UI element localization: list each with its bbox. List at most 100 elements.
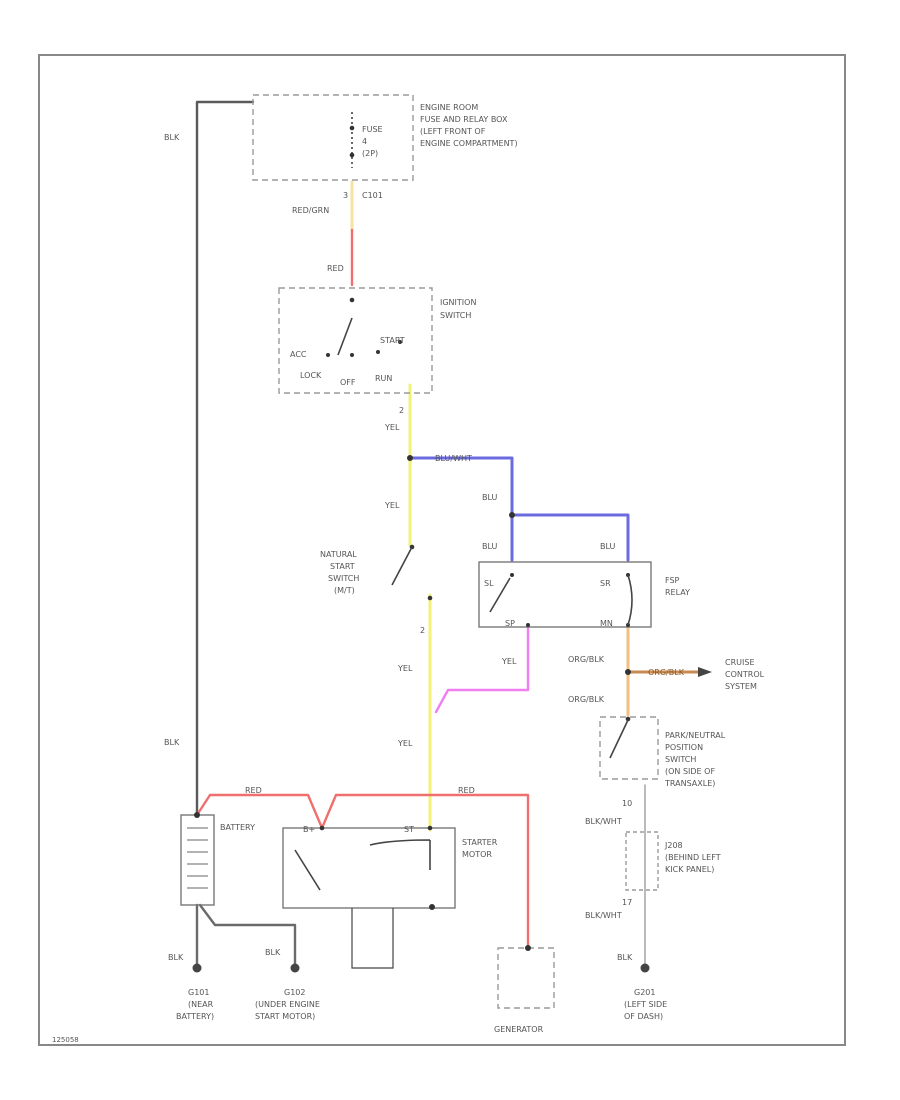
ignition-pin: 2: [399, 406, 404, 415]
wire-label-red2: RED: [245, 786, 262, 795]
fsp-relay: [478, 561, 652, 628]
wire-label-org-blk2: ORG/BLK: [648, 668, 685, 677]
wire-label-red-grn: RED/GRN: [292, 206, 329, 215]
j208-pin: 17: [622, 898, 632, 907]
nss-label-2: START: [330, 562, 355, 571]
wire-label-blk-g101: BLK: [168, 953, 184, 962]
fuse-box-label-4: ENGINE COMPARTMENT): [420, 139, 518, 148]
starter-label-1: STARTER: [462, 838, 498, 847]
nss-label-1: NATURAL: [320, 550, 357, 559]
starter-frame: [351, 908, 394, 969]
ignition-run: RUN: [375, 374, 392, 383]
fsp-pin-sp: SP: [505, 619, 515, 628]
wire-blk-g102: [198, 903, 297, 970]
starter-pin-st: ST: [404, 825, 414, 834]
ign-contact: [337, 317, 353, 356]
g101-label-1: G101: [188, 988, 209, 997]
ground-g201: [640, 963, 650, 973]
wire-label-org-blk3: ORG/BLK: [568, 695, 605, 704]
cruise-label-1: CRUISE: [725, 658, 755, 667]
wire-label-blk-wht2: BLK/WHT: [585, 911, 622, 920]
generator-terminal: [525, 945, 531, 951]
wire-blk-left-trunk: [195, 100, 255, 817]
cruise-label-3: SYSTEM: [725, 682, 757, 691]
starter-solenoid: [294, 849, 321, 891]
wire-label-yel4: YEL: [397, 739, 413, 748]
fsp-pin-sl: SL: [484, 579, 494, 588]
wire-label-red3: RED: [458, 786, 475, 795]
g102-label-2: (UNDER ENGINE: [255, 1000, 320, 1009]
fsp-pin-sr: SR: [600, 579, 611, 588]
junction-bat: [194, 812, 200, 818]
fsp-coil: [627, 574, 633, 626]
starter-st: [427, 825, 433, 831]
fuse-label-3: (2P): [362, 149, 378, 158]
wire-label-blu1: BLU: [482, 493, 498, 502]
fuse-box-label-3: (LEFT FRONT OF: [420, 127, 486, 136]
pns-label-2: POSITION: [665, 743, 703, 752]
j208-label-3: KICK PANEL): [665, 865, 714, 874]
junction-yel: [407, 455, 413, 461]
pns-label-5: TRANSAXLE): [664, 779, 715, 788]
ignition-lock: LOCK: [300, 371, 322, 380]
wire-label-yel2: YEL: [384, 501, 400, 510]
diagram-frame: [38, 54, 846, 1046]
ignition-label-2: SWITCH: [440, 311, 471, 320]
cruise-arrow: [698, 667, 712, 677]
starter-pin-b: B+: [303, 825, 315, 834]
pns-label-4: (ON SIDE OF: [665, 767, 715, 776]
g102-label-3: START MOTOR): [255, 1012, 315, 1021]
ign-pivot: [349, 297, 355, 303]
wire-label-yel3: YEL: [397, 664, 413, 673]
pns-contact: [609, 719, 629, 759]
pns-label-1: PARK/NEUTRAL: [665, 731, 726, 740]
park-neutral-switch: [599, 716, 659, 780]
wire-blu-relay: [510, 513, 630, 562]
fuse-connector-pin: 3: [343, 191, 348, 200]
g101-label-2: (NEAR: [188, 1000, 214, 1009]
pns-top: [625, 716, 631, 722]
ignition-acc: ACC: [290, 350, 307, 359]
wire-label-blk-wht1: BLK/WHT: [585, 817, 622, 826]
fsp-pin-mn: MN: [600, 619, 613, 628]
fsp-label-2: RELAY: [665, 588, 690, 597]
fuse-box-label-2: FUSE AND RELAY BOX: [420, 115, 508, 124]
ign-run: [376, 350, 380, 354]
ign-acc: [326, 353, 330, 357]
wire-label-blu3: BLU: [600, 542, 616, 551]
fuse-label-1: FUSE: [362, 125, 383, 134]
fsp-contact: [489, 577, 511, 613]
ignition-label-1: IGNITION: [440, 298, 476, 307]
starter-label-2: MOTOR: [462, 850, 492, 859]
wire-label-yel-relay: YEL: [501, 657, 517, 666]
starter-coil: [369, 839, 431, 870]
wire-blu-wht: [408, 456, 514, 562]
pns-pin: 10: [622, 799, 632, 808]
wire-label-blu2: BLU: [482, 542, 498, 551]
battery-label: BATTERY: [220, 823, 255, 832]
g101-label-3: BATTERY): [176, 1012, 214, 1021]
generator-label: GENERATOR: [494, 1025, 544, 1034]
fuse-connector-label: C101: [362, 191, 383, 200]
fuse-label-2: 4: [362, 137, 367, 146]
nss-label-4: (M/T): [334, 586, 355, 595]
wire-pnk-relay: [434, 626, 530, 714]
j208-label-1: J208: [664, 841, 683, 850]
wire-label-blk-g201: BLK: [617, 953, 633, 962]
j208-label-2: (BEHIND LEFT: [665, 853, 721, 862]
nss-bottom: [427, 595, 433, 601]
wire-label-blu-wht: BLU/WHT: [435, 454, 472, 463]
g201-label-2: (LEFT SIDE: [624, 1000, 667, 1009]
starter-gnd: [429, 904, 435, 910]
pns-label-3: SWITCH: [665, 755, 696, 764]
nss-label-3: SWITCH: [328, 574, 359, 583]
ign-off: [350, 353, 354, 357]
fuse-box-label-1: ENGINE ROOM: [420, 103, 478, 112]
ignition-off: OFF: [340, 378, 356, 387]
wire-label-blk-g102: BLK: [265, 948, 281, 957]
ignition-switch: [278, 287, 433, 394]
wire-label-blk-mid: BLK: [164, 738, 180, 747]
ignition-start: START: [380, 336, 405, 345]
ign-start: [398, 340, 402, 344]
